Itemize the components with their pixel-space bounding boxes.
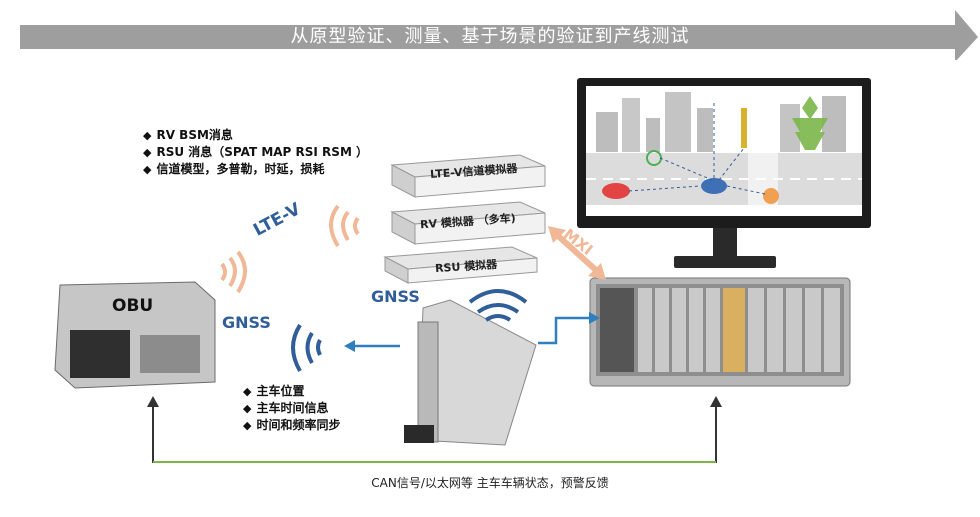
bottom-caption: CAN信号/以太网等 主车车辆状态，预警反馈 [371, 476, 609, 490]
gnss-bullet-list: 主车位置 主车时间信息 时间和频率同步 [243, 383, 340, 434]
obu-label: OBU [112, 296, 154, 316]
mxi-arrow [548, 226, 606, 280]
simulator-stack-icon [383, 154, 546, 284]
message-bullet-list: RV BSM消息 RSU 消息（SPAT MAP RSI RSM ） 信道模型，… [143, 127, 368, 178]
bullet-item: RSU 消息（SPAT MAP RSI RSM ） [143, 144, 368, 161]
gnss-arrow [344, 340, 400, 352]
gnss-signal-icon [291, 289, 528, 373]
bullet-item: 主车时间信息 [243, 400, 340, 417]
gnss-label-top: GNSS [371, 287, 420, 306]
bullet-item: 时间和频率同步 [243, 417, 340, 434]
gnss-label-left: GNSS [222, 313, 271, 332]
pxi-chassis-icon [589, 277, 851, 387]
banner-arrow [20, 10, 978, 60]
banner-title: 从原型验证、测量、基于场景的验证到产线测试 [290, 26, 690, 47]
bullet-item: 主车位置 [243, 383, 340, 400]
monitor-icon [577, 78, 871, 268]
bullet-item: 信道模型，多普勒，时延，损耗 [143, 161, 368, 178]
gnss-module-icon [404, 299, 537, 446]
feedback-loop [147, 396, 722, 463]
gnss-to-chassis-arrow [538, 312, 600, 345]
obu-device-icon [54, 281, 216, 389]
ltev-signal-icon [220, 204, 360, 294]
bullet-item: RV BSM消息 [143, 127, 368, 144]
